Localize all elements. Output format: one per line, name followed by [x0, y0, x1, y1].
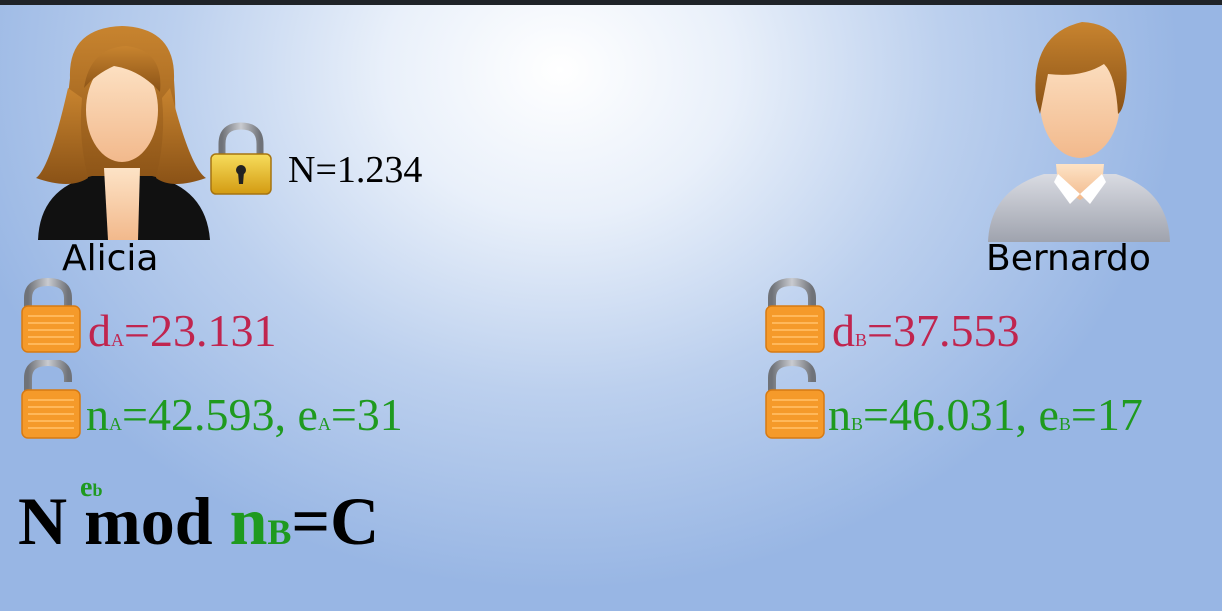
bernardo-n-subscript: B	[851, 414, 864, 434]
bernardo-d-subscript: B	[855, 330, 868, 350]
alicia-d-symbol: d	[88, 305, 111, 356]
formula-base: N	[18, 483, 68, 559]
formula-mod-word: mod	[84, 483, 213, 559]
bernardo-n-symbol: n	[828, 389, 851, 440]
message-value: N=1.234	[288, 149, 423, 191]
formula-result: =C	[291, 483, 380, 559]
encryption-formula: N mod nB=C	[18, 482, 379, 561]
bernardo-n-value: =46.031, e	[863, 389, 1059, 440]
man-avatar-icon	[988, 22, 1170, 242]
alicia-n-value: =42.593, e	[122, 389, 318, 440]
formula-exponent: eb	[80, 472, 102, 504]
alicia-public-key: nA=42.593, eA=31	[86, 388, 403, 441]
formula-modulus-subscript: B	[267, 512, 292, 552]
alicia-e-value: =31	[330, 389, 403, 440]
formula-modulus-symbol: n	[229, 483, 268, 559]
bernardo-e-subscript: B	[1058, 414, 1071, 434]
alicia-n-subscript: A	[109, 414, 122, 434]
alicia-d-subscript: A	[111, 330, 124, 350]
top-bar	[0, 0, 1222, 5]
bernardo-d-value: =37.553	[867, 305, 1020, 356]
alicia-n-symbol: n	[86, 389, 109, 440]
bernardo-private-key: dB=37.553	[832, 304, 1019, 357]
bernardo-public-key: nB=46.031, eB=17	[828, 388, 1143, 441]
formula-exponent-symbol: e	[80, 472, 93, 503]
gold-padlock-icon	[210, 122, 272, 195]
bernardo-name: Bernardo	[986, 238, 1151, 279]
formula-exponent-subscript: b	[92, 480, 103, 500]
orange-padlock-open-icon	[765, 278, 825, 353]
orange-padlock-open-icon	[21, 360, 81, 439]
woman-avatar-icon	[36, 26, 210, 240]
alicia-private-key: dA=23.131	[88, 304, 276, 357]
bernardo-d-symbol: d	[832, 305, 855, 356]
bernardo-e-value: =17	[1070, 389, 1143, 440]
alicia-name: Alicia	[62, 238, 159, 279]
formula-modulus: nB	[230, 483, 292, 559]
orange-padlock-open-icon	[21, 278, 81, 353]
alicia-d-value: =23.131	[124, 305, 277, 356]
orange-padlock-open-icon	[765, 360, 825, 439]
alicia-e-subscript: A	[317, 414, 331, 434]
